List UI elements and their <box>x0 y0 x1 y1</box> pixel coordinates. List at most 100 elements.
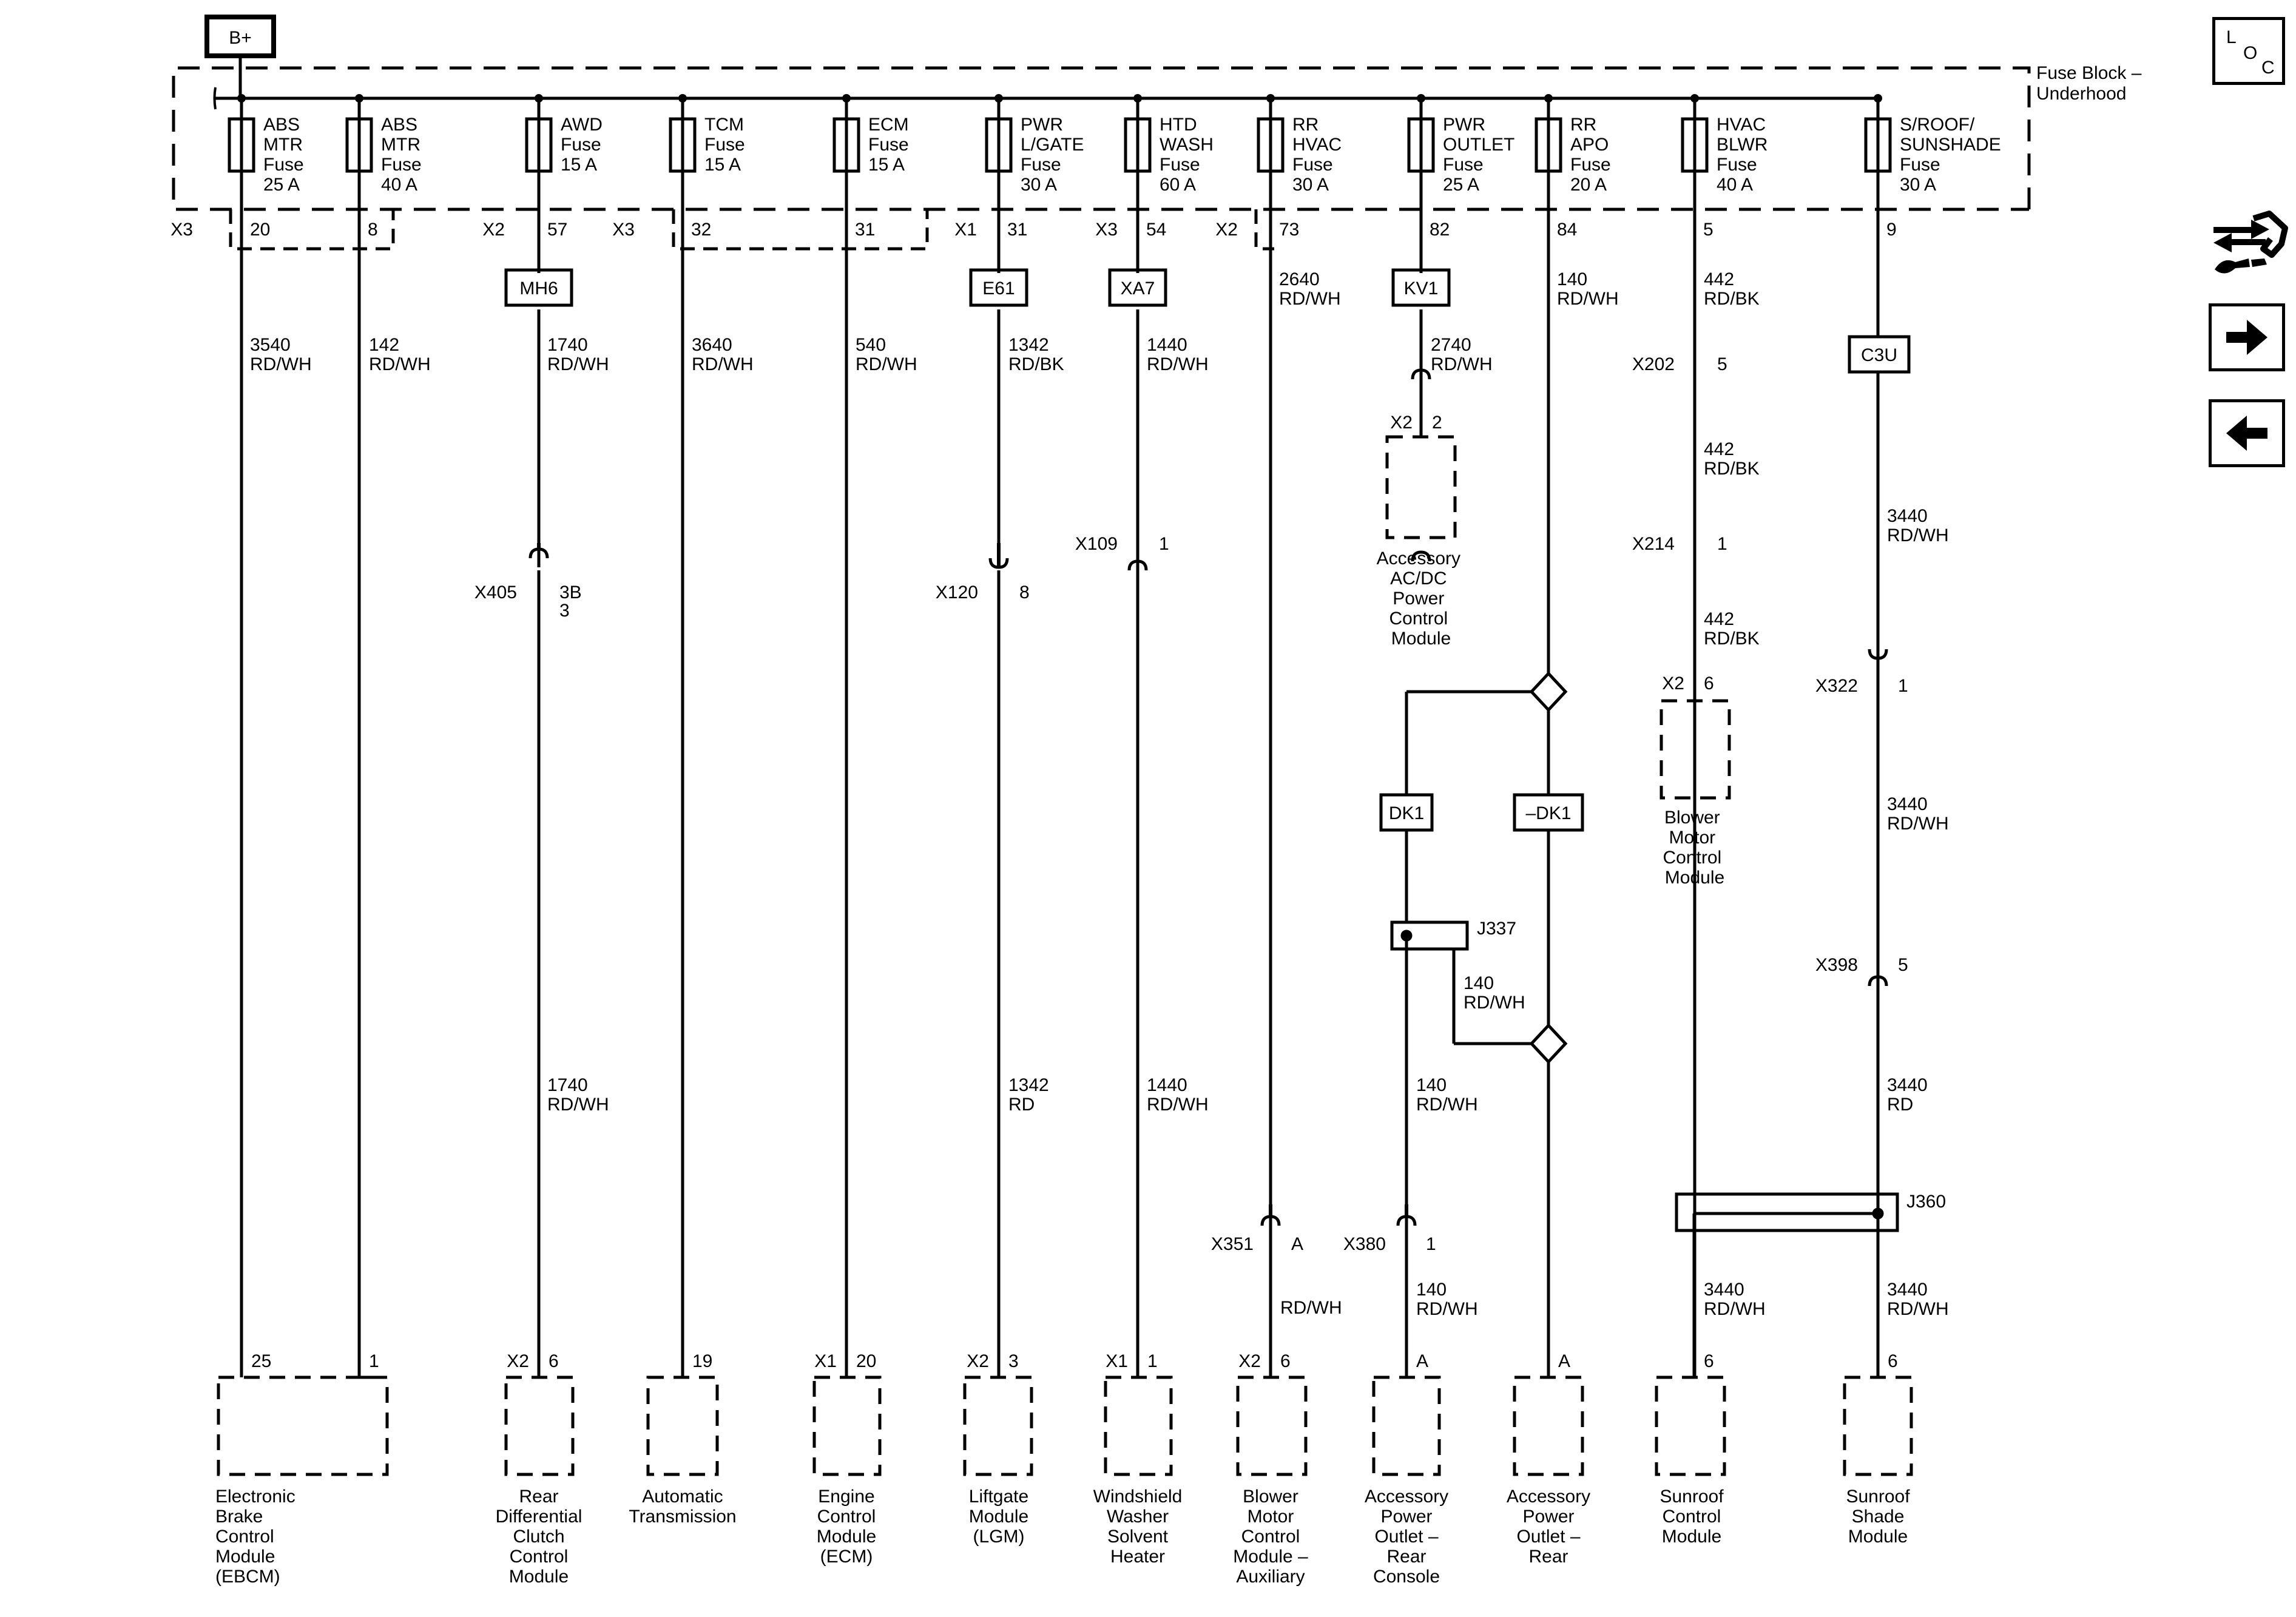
wire-circuit: 3540 <box>250 335 291 355</box>
wire-color: RD <box>1008 1095 1035 1115</box>
wire-color: RD/WH <box>1887 525 1949 545</box>
navigation-panel: L O C <box>2172 0 2296 485</box>
wire-color: RD/WH <box>1431 354 1493 374</box>
connector-x405-id: X405 <box>474 582 517 603</box>
option-code-mh6: MH6 <box>519 279 558 299</box>
wire-circuit: 3440 <box>1704 1280 1744 1300</box>
option-code-boxes <box>504 268 1911 832</box>
wire-color: RD/WH <box>1416 1299 1478 1319</box>
component-pin: 6 <box>1280 1351 1291 1371</box>
component-pin: 6 <box>1704 1351 1714 1371</box>
previous-page-button[interactable] <box>2209 399 2285 467</box>
component-connector: X2 <box>967 1351 989 1371</box>
component-pin: 25 <box>251 1351 271 1371</box>
wire-circuit: 3640 <box>692 335 732 355</box>
connector-x322-pin: 1 <box>1898 676 1908 696</box>
fuse-pin: 20 <box>250 220 270 240</box>
wire-color: RD/WH <box>1147 1095 1209 1115</box>
battery-supply-label: B+ <box>229 28 252 48</box>
wire-color: RD/WH <box>1887 814 1949 834</box>
wire-color: RD/WH <box>1147 354 1209 374</box>
wire-circuit: 1440 <box>1147 335 1187 355</box>
connector-view-button[interactable] <box>2209 206 2289 280</box>
component-pin: 19 <box>692 1351 712 1371</box>
blower-pin-connector: X2 <box>1662 673 1684 694</box>
option-code-kv1: KV1 <box>1404 279 1439 299</box>
fuse-pin: 9 <box>1886 220 1897 240</box>
loc-letter-o: O <box>2243 43 2258 63</box>
wire-circuit: 1740 <box>547 335 588 355</box>
wire-circuit: 140 <box>1557 269 1587 289</box>
arrow-left-icon <box>2226 416 2267 451</box>
blower-pin: 6 <box>1704 673 1714 694</box>
connector-x380-pin: 1 <box>1426 1234 1436 1254</box>
wire-circuit: 442 <box>1704 609 1734 629</box>
connector-x351-id: X351 <box>1211 1234 1254 1254</box>
wire-color: RD/WH <box>1557 289 1619 309</box>
connector-x202-pin: 5 <box>1717 354 1727 374</box>
wire-lines <box>240 209 1899 1379</box>
wire-circuit: 3440 <box>1887 1075 1928 1095</box>
accessory-acdc-module-name: Accessory AC/DC Power Control Module <box>1377 549 1466 649</box>
fuse-pin-connector: X3 <box>612 220 635 240</box>
fuse-pin: 84 <box>1557 220 1577 240</box>
option-code-e61: E61 <box>982 279 1015 299</box>
connector-x405-pin: 3B <box>559 582 582 603</box>
component-connector: X1 <box>814 1351 837 1371</box>
fuse-pin-connector: X2 <box>482 220 505 240</box>
wire-color: RD/WH <box>856 354 917 374</box>
connector-x398-id: X398 <box>1815 955 1858 975</box>
component-pin-b: 1 <box>369 1351 379 1371</box>
blower-motor-module-name: Blower Motor Control Module <box>1663 808 1726 888</box>
fuse-pin: 82 <box>1430 220 1450 240</box>
fuse-pin: 5 <box>1703 220 1714 240</box>
wire-color: RD/BK <box>1008 354 1064 374</box>
connector-x109-id: X109 <box>1075 534 1118 554</box>
option-code-xa7: XA7 <box>1121 279 1155 299</box>
kv1-pin: 2 <box>1432 413 1442 433</box>
connector-x202-id: X202 <box>1632 354 1675 374</box>
wire-circuit: 2740 <box>1431 335 1471 355</box>
wire-color: RD <box>1887 1095 1913 1115</box>
loc-letter-c: C <box>2261 58 2275 78</box>
location-view-button[interactable]: L O C <box>2212 17 2285 85</box>
wire-circuit: 442 <box>1704 439 1734 459</box>
arrow-right-icon <box>2226 320 2267 355</box>
fuse-pin-connector: X2 <box>1215 220 1238 240</box>
fuse-block-underhood: Fuse Block – Underhood <box>172 63 2142 251</box>
wire-color: RD/BK <box>1704 629 1760 649</box>
component-pin: 20 <box>856 1351 876 1371</box>
next-page-button[interactable] <box>2209 303 2285 371</box>
wire-circuit: 140 <box>1464 973 1494 993</box>
splice-j360: J360 <box>1906 1192 1946 1212</box>
connector-x405-pin2: 3 <box>559 601 570 621</box>
wire-circuit: 1342 <box>1008 1075 1049 1095</box>
fuse-pin: 73 <box>1279 220 1299 240</box>
wire-color: RD/WH <box>1280 1298 1342 1318</box>
wire-circuit: 2640 <box>1279 269 1320 289</box>
connector-x322-id: X322 <box>1815 676 1858 696</box>
